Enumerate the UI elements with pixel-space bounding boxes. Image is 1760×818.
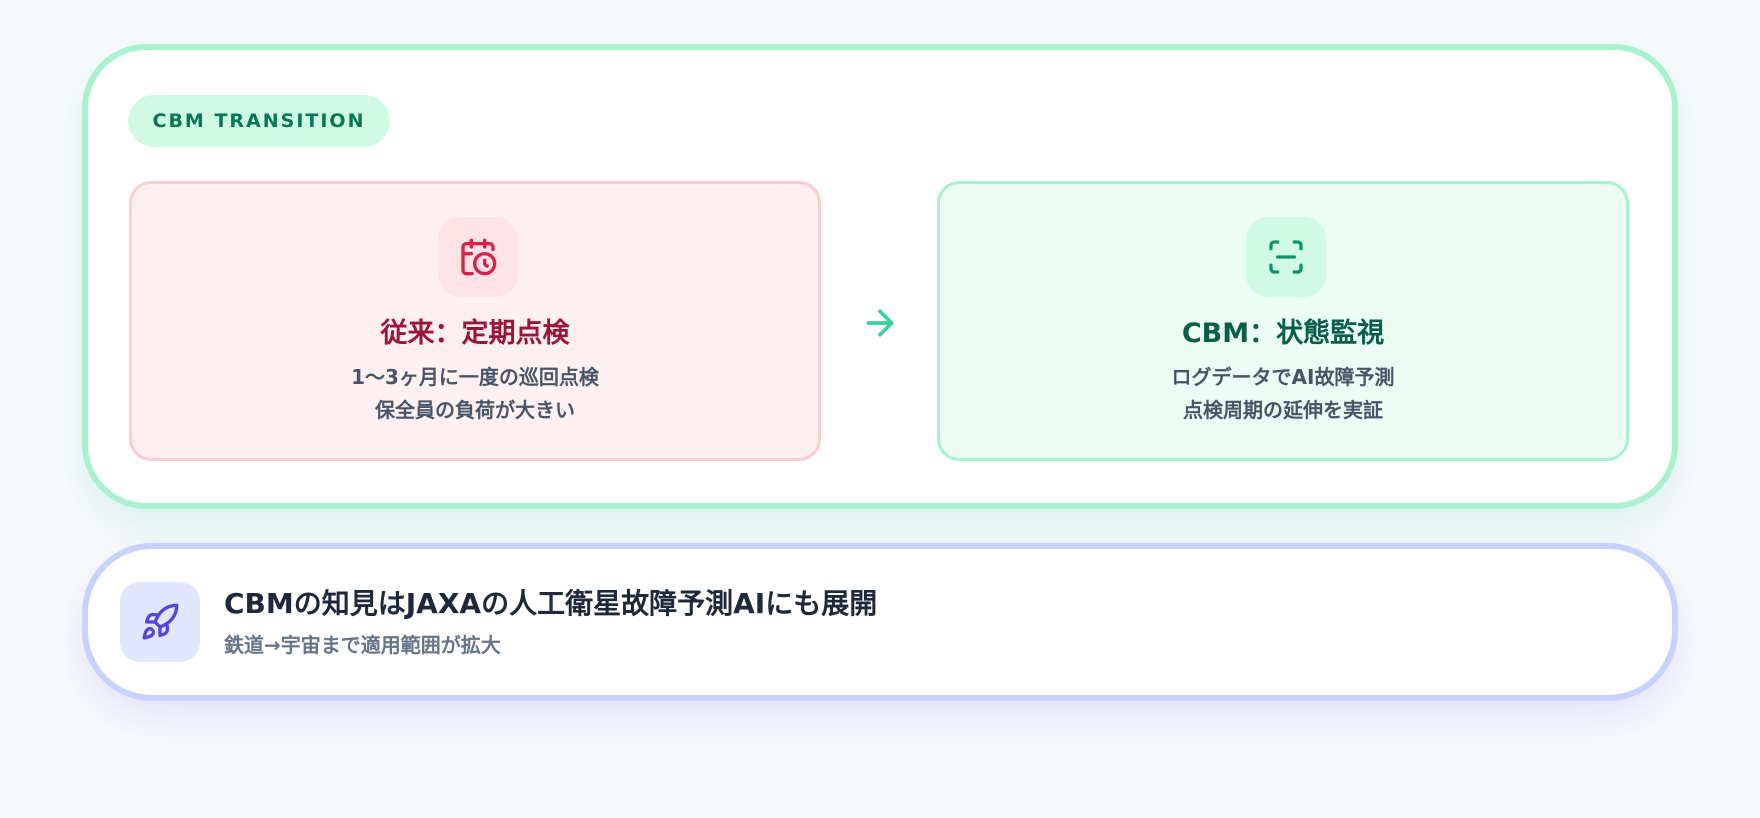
calendar-clock-icon bbox=[461, 238, 497, 276]
arrow-right-icon bbox=[866, 309, 894, 337]
legacy-description-line-1: 1〜3ヶ月に一度の巡回点検 bbox=[351, 365, 599, 389]
cbm-transition-badge: CBM TRANSITION bbox=[128, 95, 390, 147]
legacy-inspection-panel: 従来：定期点検 1〜3ヶ月に一度の巡回点検 保全員の負荷が大きい bbox=[129, 181, 821, 461]
rocket-icon-box bbox=[120, 582, 200, 662]
footer-subtitle: 鉄道→宇宙まで適用範囲が拡大 bbox=[224, 633, 501, 657]
legacy-description-line-2: 保全員の負荷が大きい bbox=[375, 398, 575, 422]
legacy-title: 従来：定期点検 bbox=[380, 318, 570, 349]
cbm-monitoring-panel: CBM：状態監視 ログデータでAI故障予測 点検周期の延伸を実証 bbox=[937, 181, 1629, 461]
jaxa-expansion-card bbox=[82, 543, 1678, 701]
transition-arrow bbox=[860, 303, 900, 347]
cbm-description-line-1: ログデータでAI故障予測 bbox=[1171, 365, 1395, 389]
cbm-description-line-2: 点検周期の延伸を実証 bbox=[1183, 398, 1383, 422]
legacy-icon-box bbox=[438, 217, 518, 297]
footer-title: CBMの知見はJAXAの人工衛星故障予測AIにも展開 bbox=[224, 587, 878, 620]
scan-icon bbox=[1269, 240, 1303, 274]
cbm-icon-box bbox=[1246, 217, 1326, 297]
cbm-title: CBM：状態監視 bbox=[1181, 318, 1385, 349]
rocket-icon bbox=[142, 603, 179, 640]
